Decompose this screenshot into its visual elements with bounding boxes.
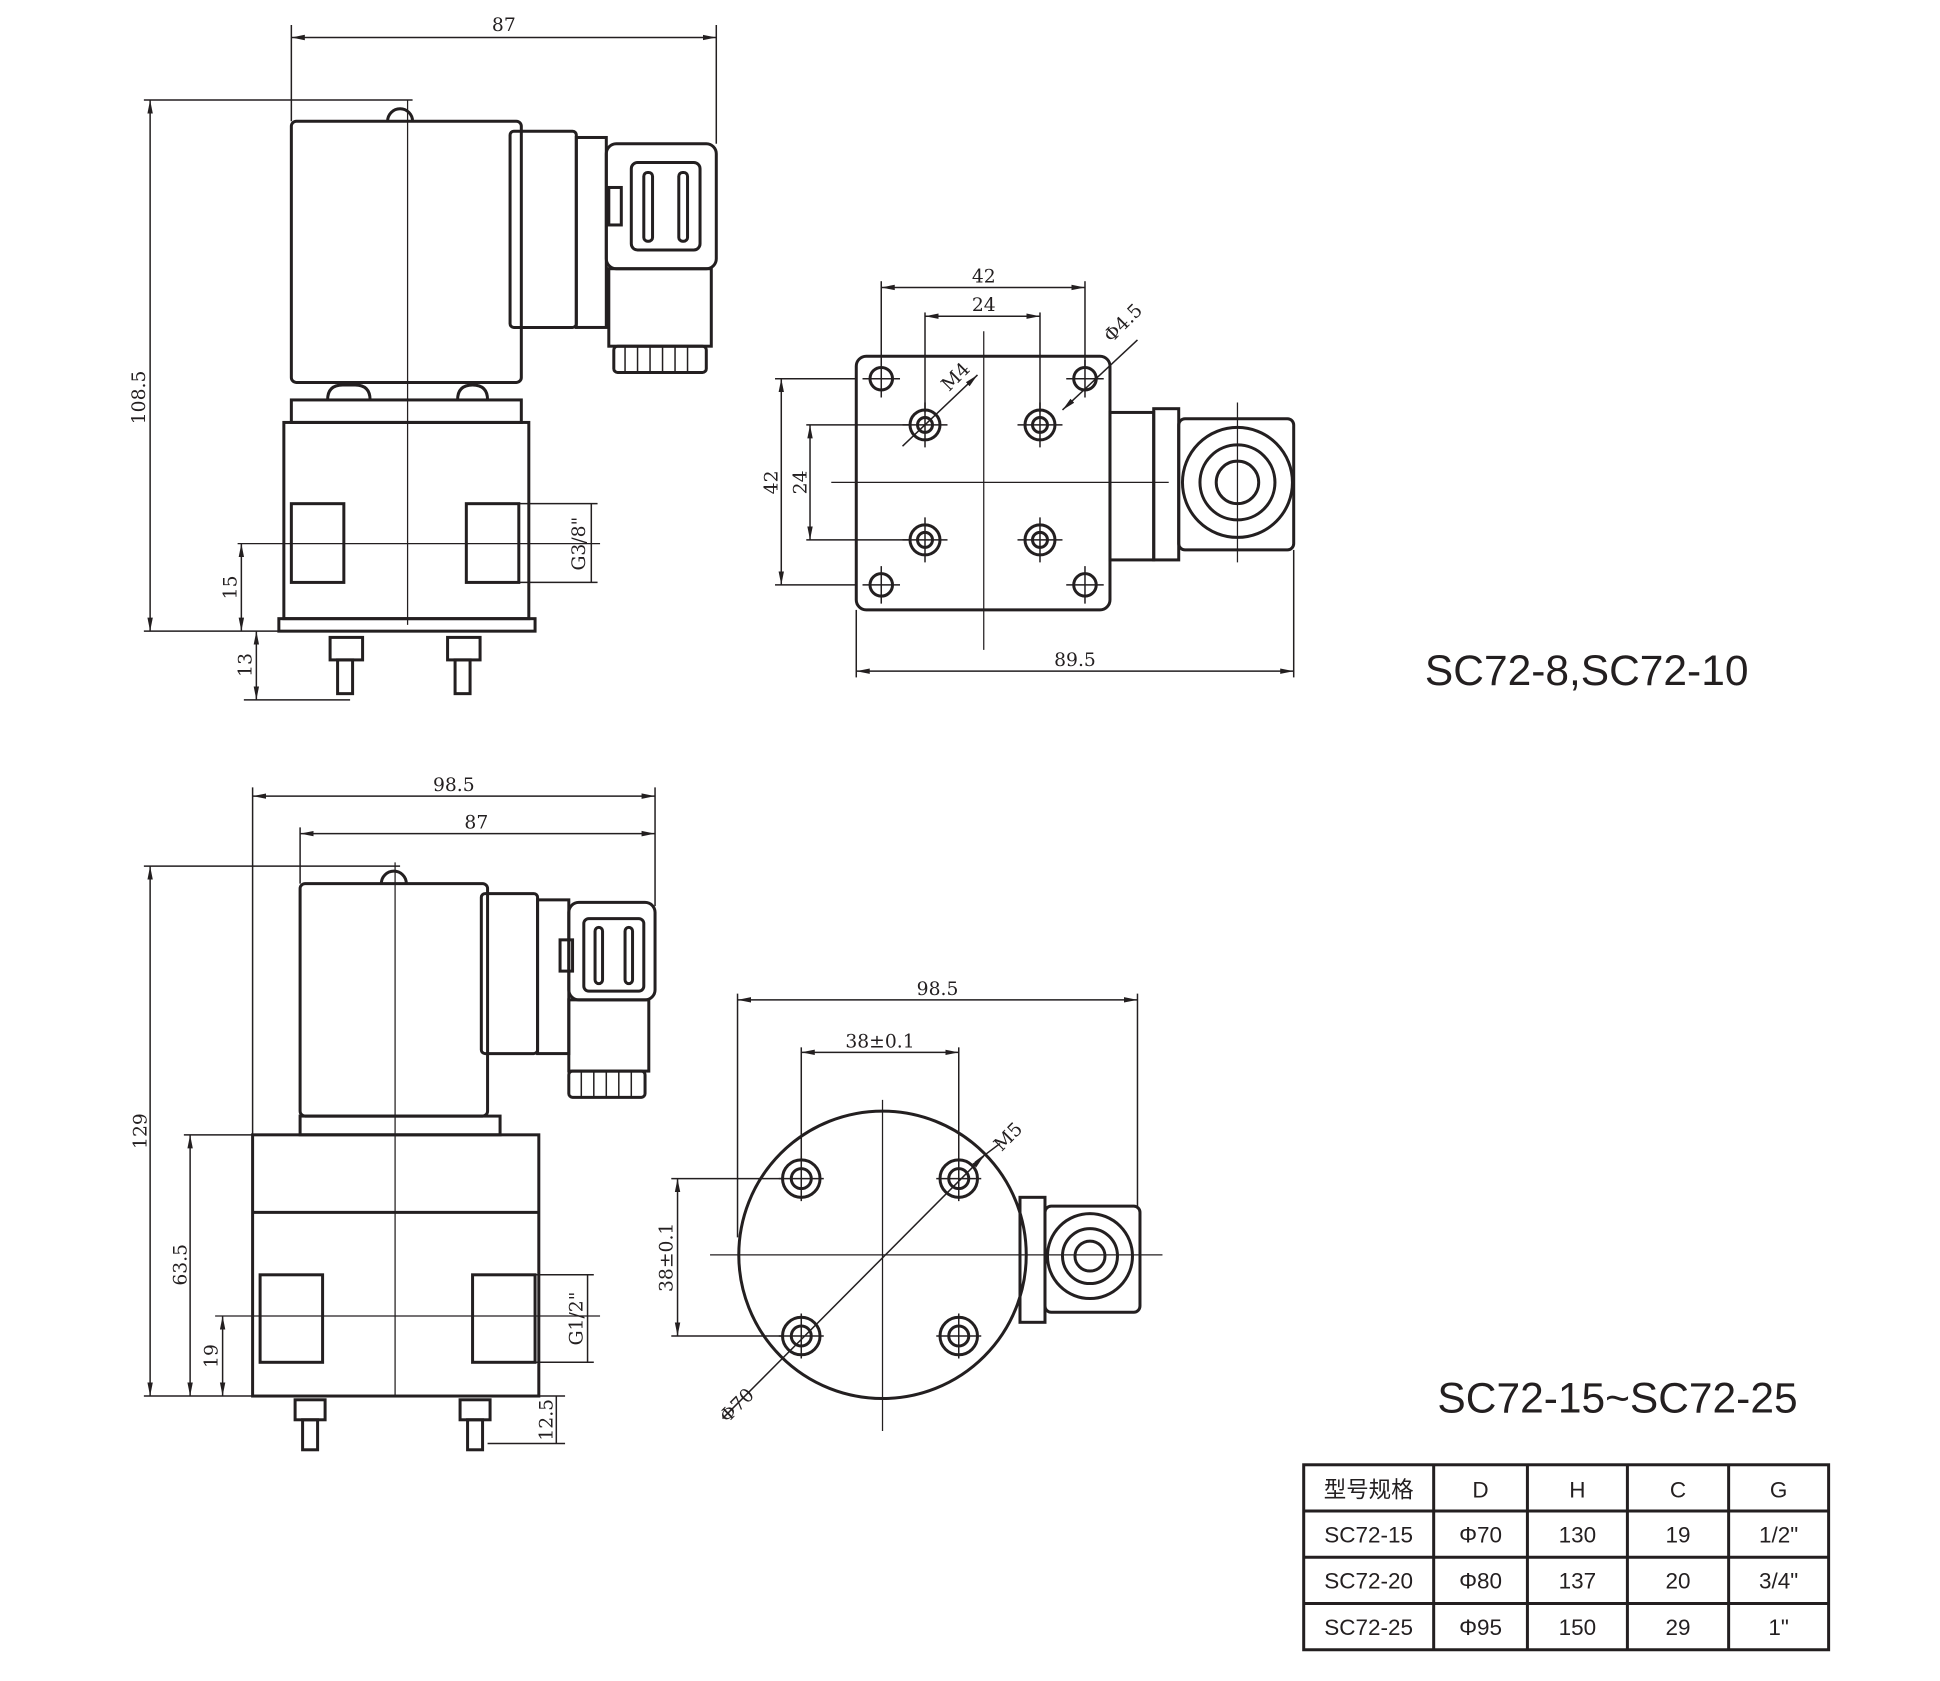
thread-m5: M5: [990, 1119, 1027, 1156]
dim-42-h: 42: [972, 266, 996, 287]
dim-19: 19: [202, 1344, 223, 1368]
dim-phi-70: Φ70: [716, 1385, 759, 1428]
table-header: D: [1472, 1477, 1488, 1502]
dim-129: 129: [130, 1113, 151, 1149]
dim-12-5: 12.5: [537, 1399, 558, 1441]
table-header: H: [1569, 1477, 1585, 1502]
dim-108-5: 108.5: [129, 371, 150, 425]
table-header: G: [1770, 1477, 1788, 1502]
table-header: C: [1670, 1477, 1686, 1502]
table-cell: 29: [1666, 1615, 1691, 1640]
dim-63-5: 63.5: [170, 1244, 191, 1286]
dim-98-5-plan: 98.5: [917, 979, 959, 1000]
model-title-top: SC72-8,SC72-10: [1425, 648, 1749, 695]
table-cell: 1": [1768, 1615, 1789, 1640]
table-cell: SC72-20: [1324, 1569, 1413, 1594]
coil: [289, 119, 523, 384]
dim-87: 87: [492, 15, 516, 36]
coil-nut: [386, 107, 415, 122]
table-cell: 1/2": [1759, 1522, 1798, 1547]
thread-m4: M4: [938, 359, 975, 396]
bottom-side-view: 98.5 87 129 63.5 19 12.5 G1/2": [130, 775, 657, 1452]
dim-13: 13: [235, 653, 256, 677]
table-cell: Φ95: [1459, 1615, 1502, 1640]
table-header: 型号规格: [1324, 1477, 1414, 1502]
model-title-bottom: SC72-15~SC72-25: [1437, 1375, 1797, 1422]
dim-15: 15: [220, 575, 241, 599]
dim-42-v: 42: [762, 471, 783, 495]
table-cell: 130: [1559, 1522, 1597, 1547]
thread-g3-8: G3/8": [569, 517, 590, 571]
table-cell: SC72-15: [1324, 1522, 1413, 1547]
table-cell: 150: [1559, 1615, 1597, 1640]
table-cell: Φ80: [1459, 1569, 1502, 1594]
coil: [298, 882, 490, 1118]
top-side-view: 87 108.5 15 13 G3/8": [129, 15, 718, 701]
top-plan-view: 42 24 42 24 Φ4.5 M4 89.5 SC72-8,SC72-10: [762, 266, 1749, 694]
table-cell: Φ70: [1459, 1522, 1502, 1547]
dim-38-h: 38±0.1: [845, 1031, 914, 1052]
table-cell: 20: [1666, 1569, 1691, 1594]
valve-body: [282, 420, 531, 621]
spec-table: 型号规格 D H C G SC72-15 Φ70 130 19 1/2" SC72-20 Φ80 137…: [1302, 1463, 1831, 1652]
table-cell: SC72-25: [1324, 1615, 1413, 1640]
table-cell: 19: [1666, 1522, 1691, 1547]
dim-24-v: 24: [790, 471, 811, 495]
table-cell: 3/4": [1759, 1569, 1798, 1594]
dim-38-v: 38±0.1: [657, 1223, 678, 1292]
dim-24-h: 24: [972, 295, 996, 316]
dim-98-5-side: 98.5: [433, 775, 475, 796]
thread-g1-2: G1/2": [567, 1292, 588, 1346]
bottom-plan-view: 98.5 38±0.1 38±0.1 Φ70 M5 SC72-15~SC72-2…: [657, 979, 1798, 1432]
dim-hole-4-5: Φ4.5: [1100, 300, 1147, 347]
table-cell: 137: [1559, 1569, 1597, 1594]
dim-89-5: 89.5: [1054, 650, 1096, 671]
connector-plug: [567, 900, 657, 1002]
dim-87-side: 87: [464, 813, 488, 834]
